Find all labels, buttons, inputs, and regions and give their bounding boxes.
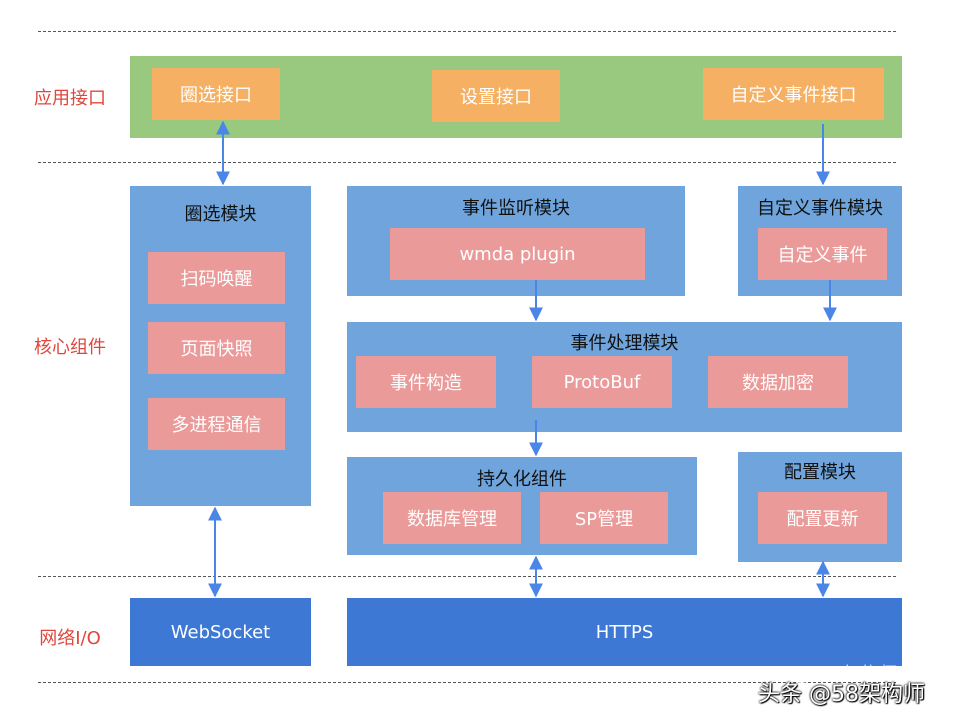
custom-event-interface-box: 自定义事件接口 <box>703 68 884 120</box>
separator-app-core <box>38 162 896 163</box>
circle-module-item-snapshot: 页面快照 <box>148 322 285 374</box>
separator-bottom <box>38 682 896 683</box>
config-update-box: 配置更新 <box>758 492 887 544</box>
protobuf-box: ProtoBuf <box>532 356 672 408</box>
separator-core-network <box>38 576 896 577</box>
sp-manage-box: SP管理 <box>540 492 668 544</box>
database-manage-box: 数据库管理 <box>383 492 521 544</box>
https-box: HTTPS <box>347 598 902 666</box>
settings-interface-box: 设置接口 <box>432 70 560 122</box>
data-encrypt-box: 数据加密 <box>708 356 848 408</box>
custom-event-box: 自定义事件 <box>758 228 887 280</box>
layer-label-app: 应用接口 <box>34 88 106 109</box>
watermark-faint-text: 58架构师 <box>820 664 897 685</box>
circle-module-item-ipc: 多进程通信 <box>148 398 285 450</box>
wechat-icon <box>790 667 812 683</box>
layer-label-core: 核心组件 <box>34 337 106 358</box>
websocket-box: WebSocket <box>130 598 311 666</box>
wmda-plugin-box: wmda plugin <box>390 228 645 280</box>
event-construct-box: 事件构造 <box>356 356 496 408</box>
config-module-title: 配置模块 <box>784 462 856 483</box>
custom-event-module-title: 自定义事件模块 <box>757 198 883 219</box>
circle-module-item-scan: 扫码唤醒 <box>148 252 285 304</box>
persistence-module-title: 持久化组件 <box>477 469 567 490</box>
separator-top <box>38 31 896 32</box>
event-listen-module-title: 事件监听模块 <box>462 198 570 219</box>
watermark-main: 头条 @58架构师 <box>758 682 925 707</box>
watermark-faint: 58架构师 <box>790 660 897 686</box>
event-process-module-title: 事件处理模块 <box>570 333 679 354</box>
circle-module-title: 圈选模块 <box>184 204 257 225</box>
circle-interface-box: 圈选接口 <box>152 68 280 120</box>
layer-label-network: 网络I/O <box>39 628 101 649</box>
